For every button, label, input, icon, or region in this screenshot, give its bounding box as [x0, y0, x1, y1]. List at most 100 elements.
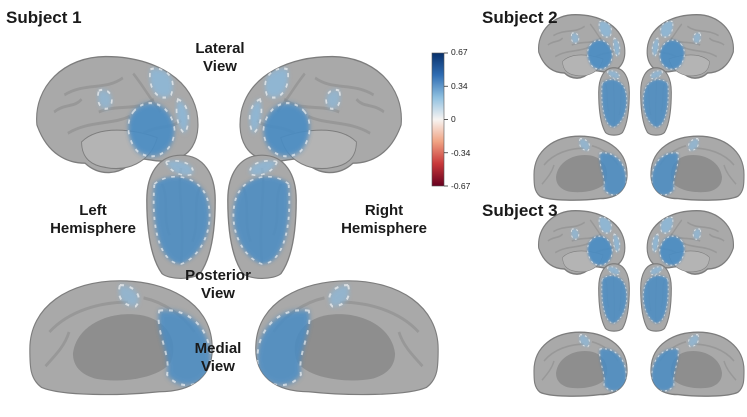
sulcus [53, 98, 83, 114]
med-brain-surface [533, 135, 628, 201]
activation-overlay [570, 20, 621, 70]
posterior-view-label-line2: View [201, 285, 235, 302]
medial-wall [670, 350, 722, 389]
sulcus [686, 25, 719, 37]
activation-overlay [651, 20, 702, 70]
lateral-view-label-line2: View [203, 58, 237, 75]
medial-wall [556, 350, 608, 389]
medial-wall [72, 314, 174, 381]
sulcus [554, 242, 589, 254]
sulcus [670, 37, 701, 46]
activation-overlay [651, 137, 699, 196]
right-hemisphere-label-line1: Right [364, 202, 404, 219]
sulcus [44, 331, 71, 368]
lat-brain-surface [538, 209, 626, 275]
colorbar-tick-label: 0 [451, 114, 456, 124]
med-brain-surface [533, 331, 628, 397]
sulcus [541, 164, 555, 185]
sulcus [553, 221, 586, 233]
sulcus [547, 233, 564, 242]
medial-wall [670, 154, 722, 193]
medial-view-label-line2: View [201, 358, 235, 375]
medial-wall [294, 314, 396, 381]
posterior-view-label: Posterior View [185, 267, 251, 303]
colorbar-tick-label: 0.67 [451, 47, 468, 57]
sulcus [571, 233, 602, 242]
activation-overlay [651, 216, 702, 266]
post-brain-surface [146, 154, 216, 279]
activation-overlay [601, 266, 628, 324]
sulcus [307, 114, 371, 135]
sulcus [547, 37, 564, 46]
sulcus [63, 76, 124, 97]
sulcus [723, 164, 737, 185]
left-hemisphere-label: Left Hemisphere [50, 202, 136, 238]
activation-overlay [579, 137, 627, 196]
activation-overlay [97, 67, 190, 158]
activation-overlay [118, 283, 212, 387]
sulcus [340, 300, 420, 334]
colorbar-tick-label: -0.34 [451, 148, 471, 158]
posterior-view-label-line1: Posterior [185, 267, 251, 284]
post-brain-surface [640, 263, 672, 332]
subject-2-title: Subject 2 [482, 8, 558, 27]
sulcus [314, 76, 375, 97]
activation-overlay [256, 283, 350, 387]
post-brain-surface [227, 154, 297, 279]
med-brain-surface [29, 280, 213, 396]
sulcus [48, 300, 128, 334]
colorbar-tick-label: 0.34 [451, 81, 468, 91]
colorbar-tick-label: -0.67 [451, 181, 471, 191]
activation-overlay [232, 160, 291, 265]
medial-wall [556, 154, 608, 193]
colorbar [431, 52, 448, 187]
right-hemisphere-label: Right Hemisphere [341, 202, 427, 238]
sulcus [397, 331, 424, 368]
subject-3-title: Subject 3 [482, 201, 558, 220]
lat-brain-surface [239, 55, 402, 174]
post-brain-surface [598, 263, 630, 332]
sulcus [543, 343, 585, 362]
lat-brain-surface [36, 55, 199, 174]
activation-overlay [601, 70, 628, 128]
sulcus [670, 233, 701, 242]
sulcus [571, 37, 602, 46]
sulcus [541, 360, 555, 381]
sulcus [686, 221, 719, 233]
sulcus [693, 147, 735, 166]
activation-overlay [152, 160, 211, 265]
post-brain-surface [598, 67, 630, 136]
sulcus [708, 233, 725, 242]
medial-view-label-line1: Medial [194, 340, 242, 357]
activation-overlay [248, 67, 341, 158]
sulcus [543, 147, 585, 166]
sulcus [723, 360, 737, 381]
sulcus [553, 25, 586, 37]
activation-overlay [642, 70, 669, 128]
activation-overlay [570, 216, 621, 266]
lateral-view-label: Lateral View [195, 40, 244, 76]
med-brain-surface [650, 331, 745, 397]
activation-overlay [651, 333, 699, 392]
sulcus [693, 343, 735, 362]
sulcus [554, 46, 589, 58]
post-brain-surface [640, 67, 672, 136]
med-brain-surface [255, 280, 439, 396]
lat-brain-surface [646, 209, 734, 275]
right-hemisphere-label-line2: Hemisphere [341, 220, 427, 237]
activation-overlay [642, 266, 669, 324]
sulcus [683, 46, 718, 58]
med-brain-surface [650, 135, 745, 201]
medial-view-label: Medial View [195, 340, 242, 376]
activation-overlay [579, 333, 627, 392]
subject-1-title: Subject 1 [6, 8, 82, 27]
sulcus [708, 37, 725, 46]
lateral-view-label-line1: Lateral [195, 40, 245, 57]
sulcus [683, 242, 718, 254]
sulcus [355, 98, 385, 114]
left-hemisphere-label-line1: Left [79, 202, 107, 219]
sulcus [67, 114, 131, 135]
left-hemisphere-label-line2: Hemisphere [50, 220, 136, 237]
